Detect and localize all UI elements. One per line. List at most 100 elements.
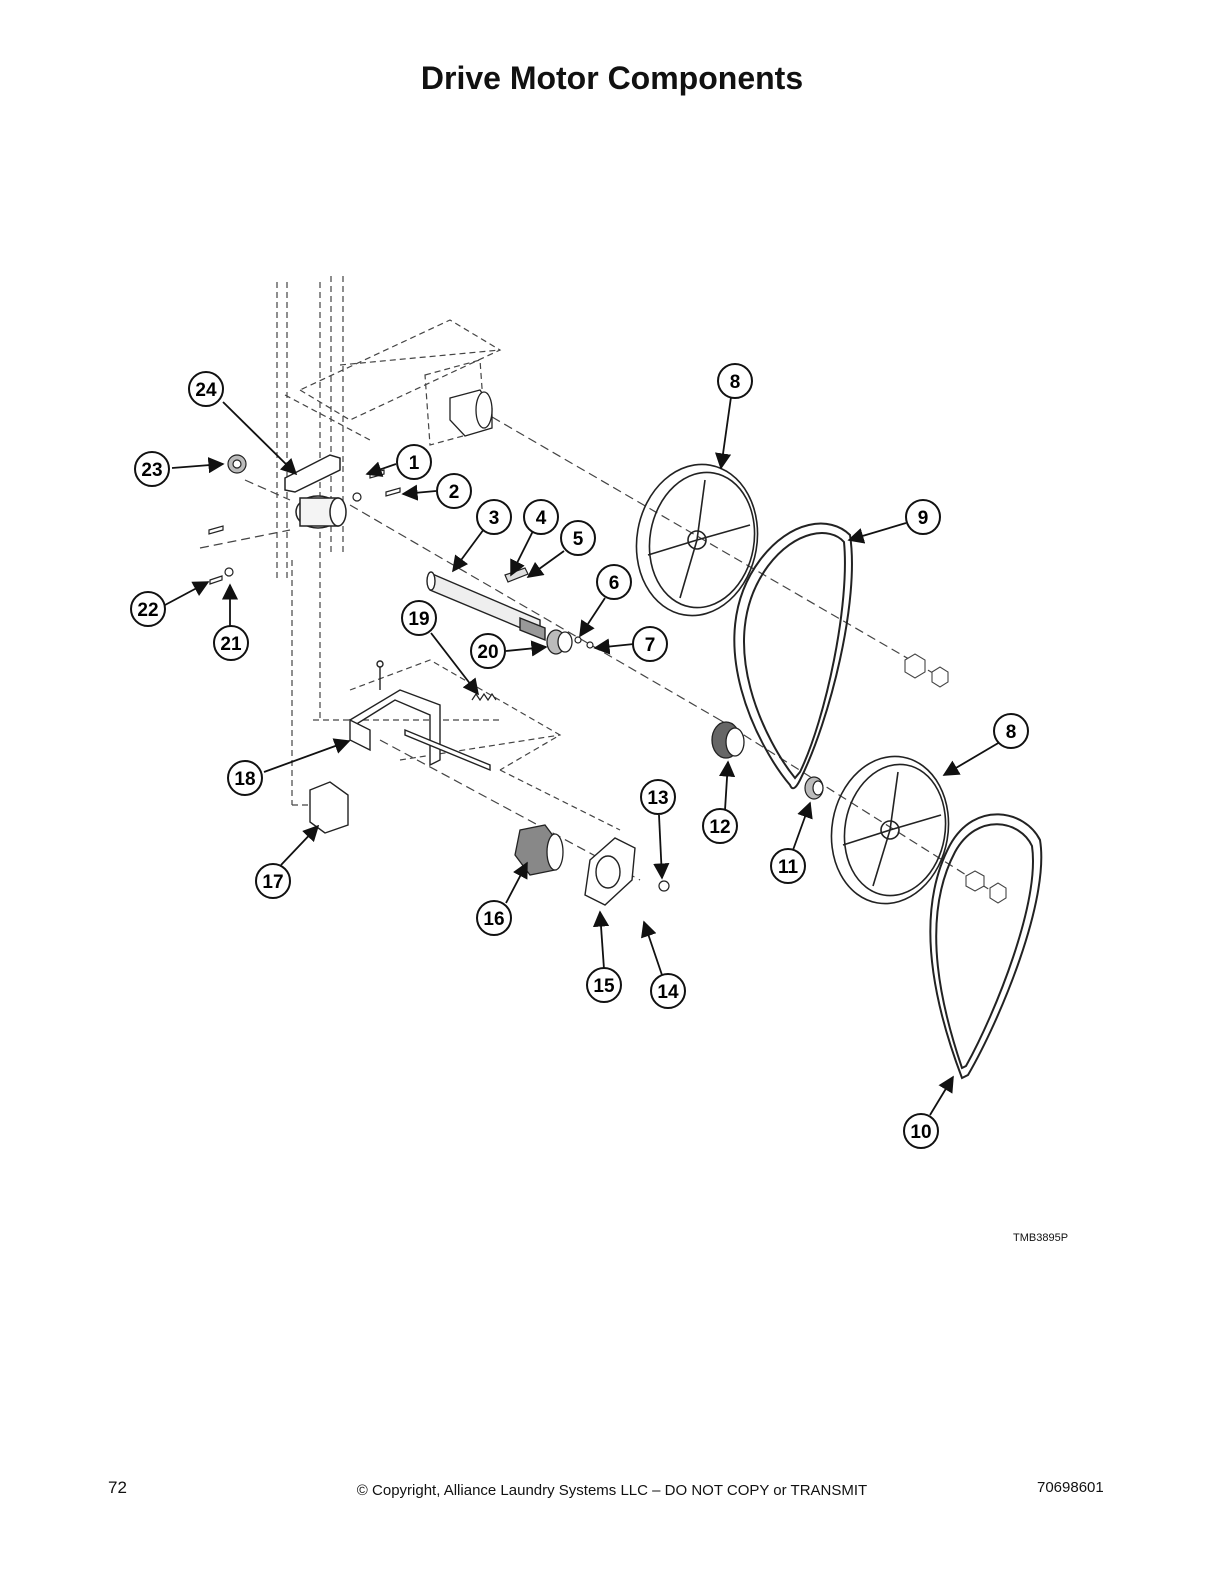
callout-number: 5 bbox=[573, 529, 584, 550]
callout-circle bbox=[903, 1113, 939, 1149]
callout-circle bbox=[702, 808, 738, 844]
callout-1: 1 bbox=[396, 444, 432, 480]
callout-14: 14 bbox=[650, 973, 686, 1009]
callout-number: 14 bbox=[657, 982, 679, 1003]
callout-circle bbox=[255, 863, 291, 899]
callout-circle bbox=[770, 848, 806, 884]
callout-circle bbox=[401, 600, 437, 636]
motor-plate bbox=[584, 837, 636, 906]
callout-10: 10 bbox=[903, 1113, 939, 1149]
callout-circle bbox=[596, 564, 632, 600]
callout-circle bbox=[717, 363, 753, 399]
callout-9: 9 bbox=[905, 499, 941, 535]
upper-motor-housing bbox=[449, 389, 493, 437]
figure-code: TMB3895P bbox=[1013, 1232, 1069, 1244]
callout-number: 11 bbox=[778, 857, 799, 878]
page-number: 72 bbox=[108, 1478, 127, 1497]
drive-shaft bbox=[426, 571, 546, 642]
callout-22: 22 bbox=[130, 591, 166, 627]
copyright-notice: © Copyright, Alliance Laundry Systems LL… bbox=[356, 1482, 868, 1499]
callout-5: 5 bbox=[560, 520, 596, 556]
callout-number: 8 bbox=[1006, 722, 1017, 743]
callout-circle bbox=[650, 973, 686, 1009]
callout-number: 2 bbox=[449, 482, 460, 503]
callout-12: 12 bbox=[702, 808, 738, 844]
axis-hardware bbox=[904, 653, 1007, 904]
callout-number: 3 bbox=[489, 508, 500, 529]
callout-23: 23 bbox=[134, 451, 170, 487]
callout-circle bbox=[476, 900, 512, 936]
callout-circle bbox=[470, 633, 506, 669]
callout-number: 19 bbox=[408, 609, 429, 630]
callout-number: 9 bbox=[918, 508, 929, 529]
callout-circle bbox=[134, 451, 170, 487]
callout-18: 18 bbox=[227, 760, 263, 796]
assembly-axis-lines bbox=[199, 409, 991, 891]
callout-16: 16 bbox=[476, 900, 512, 936]
page-title: Drive Motor Components bbox=[420, 60, 804, 96]
callout-circle bbox=[476, 499, 512, 535]
pulley-hub bbox=[804, 776, 824, 800]
motor-base bbox=[348, 660, 491, 772]
callout-11: 11 bbox=[770, 848, 806, 884]
tension-spring bbox=[471, 692, 497, 702]
callout-number: 17 bbox=[262, 872, 283, 893]
motor-mount-bracket bbox=[284, 454, 347, 529]
callout-circle bbox=[905, 499, 941, 535]
callout-circle bbox=[640, 779, 676, 815]
callout-8-upper: 8 bbox=[717, 363, 753, 399]
shaft-key bbox=[504, 567, 529, 583]
pulley-upper bbox=[635, 463, 759, 617]
callout-2: 2 bbox=[436, 473, 472, 509]
callout-19: 19 bbox=[401, 600, 437, 636]
callout-7: 7 bbox=[632, 626, 668, 662]
callout-number: 8 bbox=[730, 372, 741, 393]
leader-lines bbox=[164, 396, 1001, 1116]
callout-number: 7 bbox=[645, 635, 656, 656]
callout-circle bbox=[436, 473, 472, 509]
drive-belt-lower bbox=[929, 813, 1043, 1080]
callout-number: 22 bbox=[137, 600, 158, 621]
callout-13: 13 bbox=[640, 779, 676, 815]
callout-3: 3 bbox=[476, 499, 512, 535]
callout-number: 6 bbox=[609, 573, 620, 594]
callout-number: 21 bbox=[220, 634, 242, 655]
callout-24: 24 bbox=[188, 371, 224, 407]
callout-circle bbox=[586, 967, 622, 1003]
callout-number: 16 bbox=[483, 909, 504, 930]
callout-circle bbox=[993, 713, 1029, 749]
callout-number: 12 bbox=[709, 817, 730, 838]
callout-number: 18 bbox=[234, 769, 255, 790]
electrical-cover bbox=[309, 781, 349, 834]
callout-circle bbox=[213, 625, 249, 661]
drive-motor bbox=[514, 824, 564, 876]
callout-circle bbox=[632, 626, 668, 662]
callout-4: 4 bbox=[523, 499, 559, 535]
pulley-lower bbox=[830, 755, 950, 905]
callout-number: 23 bbox=[141, 460, 162, 481]
drive-belt-upper bbox=[733, 522, 853, 790]
callout-number: 10 bbox=[910, 1122, 931, 1143]
callout-15: 15 bbox=[586, 967, 622, 1003]
callout-circle bbox=[560, 520, 596, 556]
callout-8-lower: 8 bbox=[993, 713, 1029, 749]
callout-17: 17 bbox=[255, 863, 291, 899]
callout-number: 4 bbox=[536, 508, 547, 529]
callout-circle bbox=[227, 760, 263, 796]
bushing bbox=[546, 629, 573, 655]
callout-20: 20 bbox=[470, 633, 506, 669]
callout-circle bbox=[523, 499, 559, 535]
small-hardware bbox=[208, 454, 670, 892]
callout-21: 21 bbox=[213, 625, 249, 661]
callout-number: 24 bbox=[195, 380, 217, 401]
callout-circle bbox=[130, 591, 166, 627]
callout-6: 6 bbox=[596, 564, 632, 600]
callout-number: 1 bbox=[409, 453, 420, 474]
callout-circle bbox=[396, 444, 432, 480]
callout-circle bbox=[188, 371, 224, 407]
callout-number: 13 bbox=[647, 788, 668, 809]
callout-number: 20 bbox=[477, 642, 498, 663]
motor-pulley bbox=[711, 721, 745, 759]
